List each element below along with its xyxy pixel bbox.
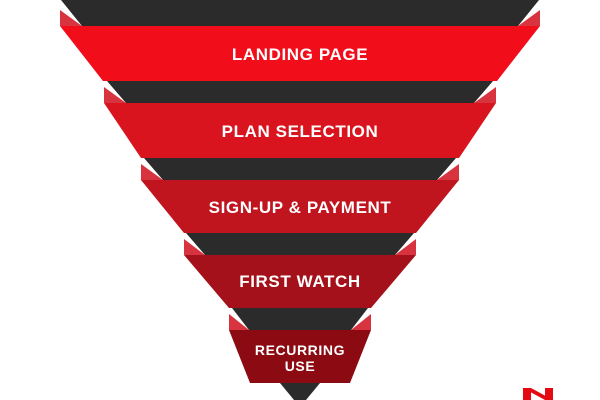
funnel-band-4	[186, 233, 414, 255]
stage-label-landing-page: LANDING PAGE	[232, 45, 368, 64]
stage-label-line: RECURRING	[255, 342, 345, 358]
funnel-tip	[280, 383, 320, 400]
funnel-stage-landing-page	[60, 26, 540, 81]
funnel-band-3	[144, 158, 456, 180]
funnel-fold-right-5	[351, 314, 371, 330]
funnel-stage-recurring-use	[229, 330, 371, 383]
funnel-stage-plan-selection	[104, 103, 496, 158]
stage-label-first-watch: FIRST WATCH	[239, 272, 361, 291]
stage-label-plan-selection: PLAN SELECTION	[222, 122, 379, 141]
stage-label-sign-up-payment: SIGN-UP & PAYMENT	[209, 198, 392, 217]
funnel-fold-right-4	[395, 239, 416, 255]
funnel-fold-left-4	[184, 239, 205, 255]
funnel-band-2	[107, 81, 493, 103]
funnel-fold-left-2	[104, 87, 126, 103]
funnel-band-1	[61, 0, 539, 26]
funnel-stage-first-watch	[184, 255, 416, 308]
funnel-fold-left-3	[141, 164, 163, 180]
funnel-fold-right-2	[474, 87, 496, 103]
netflix-n-logo-icon	[523, 388, 553, 400]
funnel-stage-sign-up-payment	[141, 180, 459, 233]
funnel-fold-right-1	[518, 10, 540, 26]
funnel-fold-left-5	[229, 314, 249, 330]
stage-label-line: USE	[285, 358, 316, 374]
funnel-fold-left-1	[60, 10, 82, 26]
funnel-band-5	[232, 308, 368, 330]
funnel-fold-right-3	[437, 164, 459, 180]
